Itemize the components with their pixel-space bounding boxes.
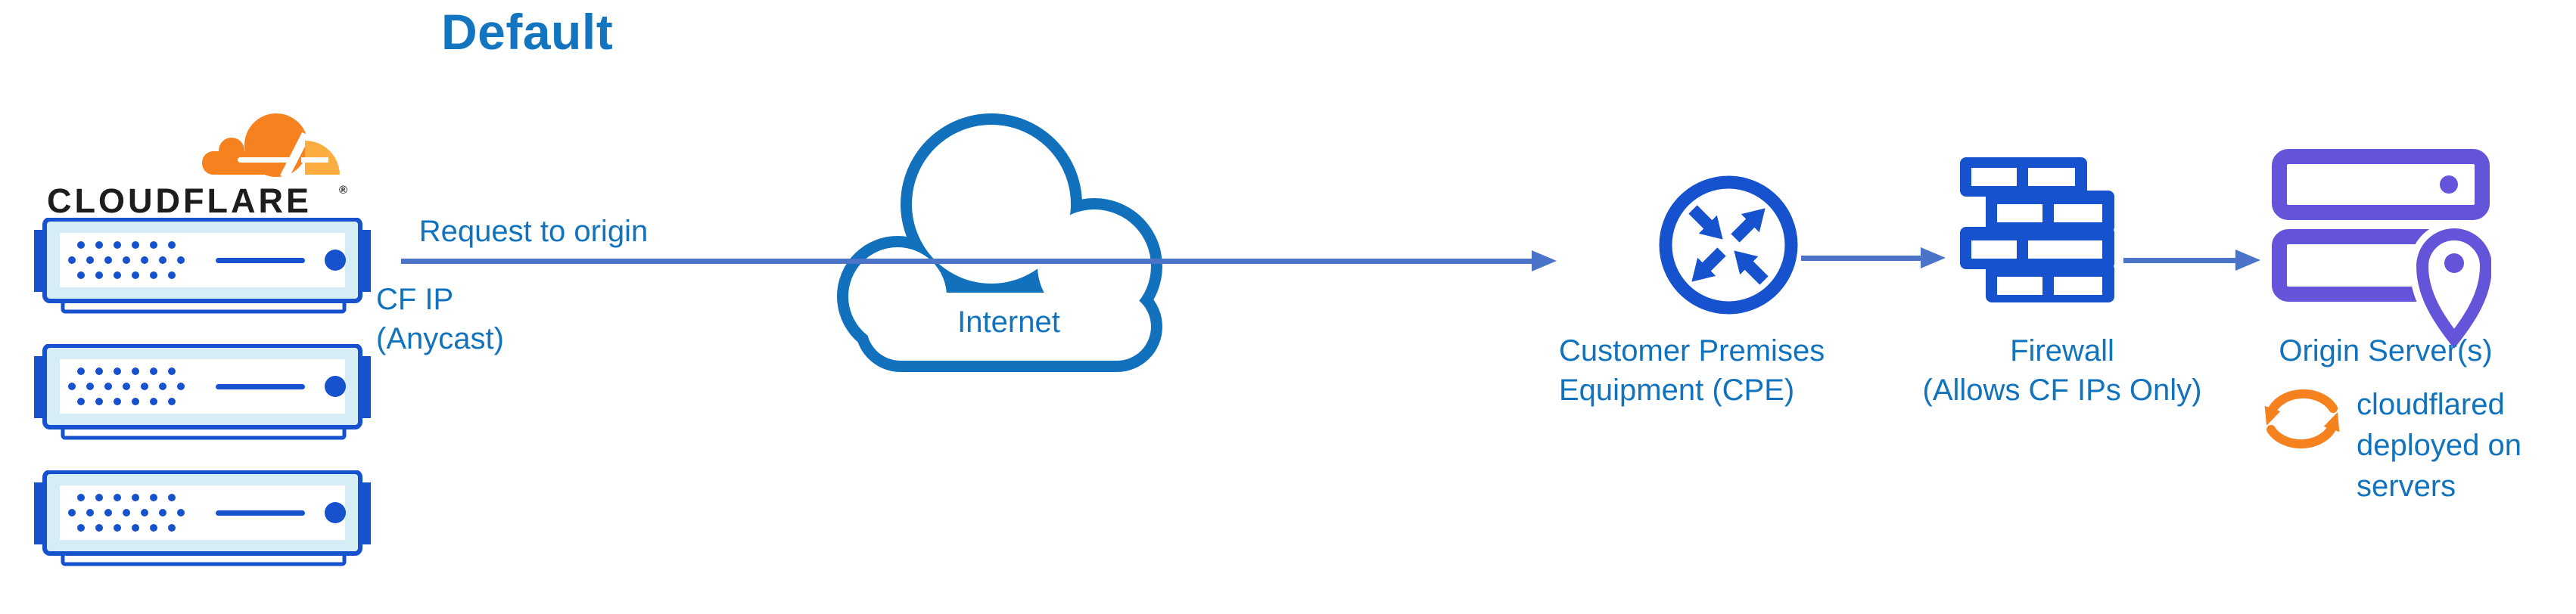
page-title: Default (441, 4, 614, 60)
cloudflare-wordmark: CLOUDFLARE (47, 181, 312, 220)
cloudflare-edge-server-icon (34, 470, 371, 569)
location-pin-icon (2416, 228, 2491, 349)
firewall-to-origin-arrow-line (2123, 258, 2235, 263)
cloudflare-edge-server-icon (34, 218, 371, 316)
cpe-label: Customer Premises Equipment (CPE) (1559, 331, 1825, 410)
cloudflared-sync-icon (2264, 389, 2340, 449)
firewall-brick-wall-icon (1960, 157, 2114, 302)
origin-server-label: Origin Server(s) (2279, 334, 2493, 367)
origin-server-icon (2272, 149, 2491, 351)
cloudflare-edge-server-icon (34, 344, 371, 442)
firewall-label: Firewall (Allows CF IPs Only) (1892, 331, 2232, 410)
cf-ip-line2: (Anycast) (376, 322, 504, 355)
request-to-origin-label: Request to origin (418, 215, 649, 248)
request-arrow-line-over-cloud (823, 259, 1532, 264)
cloudflared-label: cloudflared deployed on servers (2357, 384, 2522, 507)
cloudflare-logo-icon (182, 104, 344, 181)
internet-label: Internet (957, 305, 1060, 339)
cpe-label-line2: Equipment (CPE) (1559, 374, 1795, 407)
firewall-to-origin-arrowhead-icon (2235, 250, 2260, 271)
firewall-label-line1: Firewall (2010, 334, 2114, 367)
cpe-to-firewall-arrow-line (1801, 256, 1921, 261)
cf-ip-line1: CF IP (376, 283, 454, 316)
cf-ip-anycast-label: CF IP (Anycast) (376, 280, 504, 358)
cpe-router-icon (1659, 175, 1798, 315)
cpe-label-line1: Customer Premises (1559, 334, 1825, 367)
cloudflared-label-line3: servers (2357, 470, 2456, 503)
cpe-to-firewall-arrowhead-icon (1921, 247, 1946, 268)
cloudflared-label-line1: cloudflared (2357, 388, 2505, 421)
request-arrowhead-icon (1532, 250, 1557, 271)
internet-cloud-icon (837, 113, 1162, 372)
registered-trademark: ® (339, 184, 348, 197)
cloudflared-label-line2: deployed on (2357, 429, 2522, 462)
firewall-label-line2: (Allows CF IPs Only) (1922, 374, 2202, 407)
